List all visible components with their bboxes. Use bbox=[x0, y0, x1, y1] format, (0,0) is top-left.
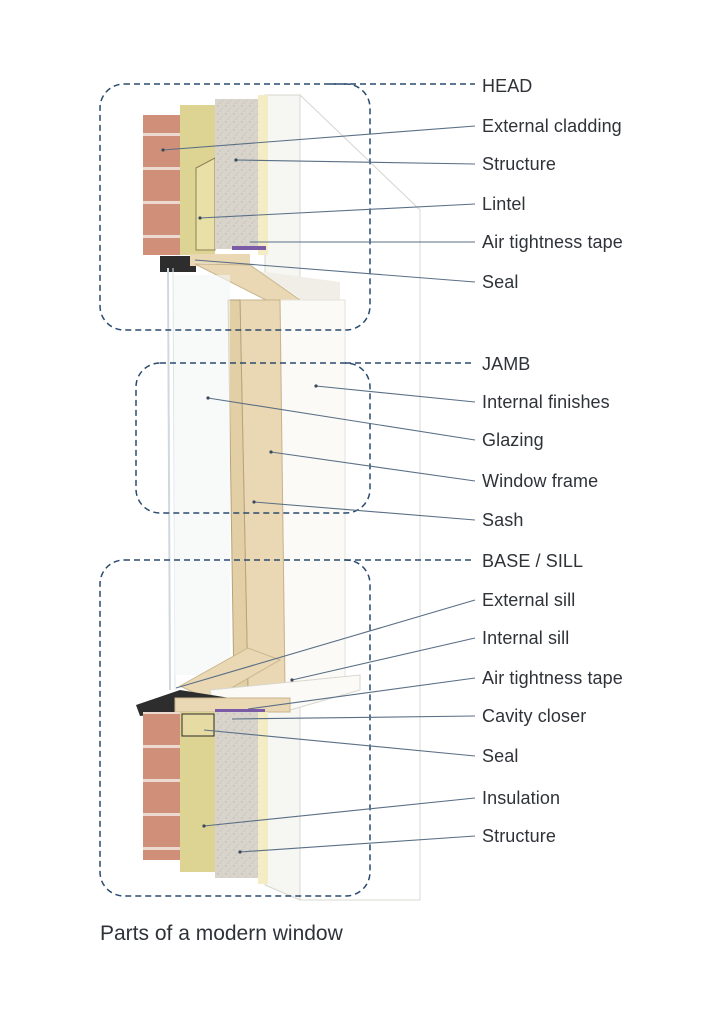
base-block bbox=[136, 690, 291, 884]
leader-window-frame bbox=[270, 451, 476, 482]
leader-seal-head bbox=[194, 259, 476, 283]
label-internal-finishes: Internal finishes bbox=[482, 392, 610, 412]
section-label-head: HEAD bbox=[482, 76, 533, 96]
base-brick bbox=[143, 712, 183, 860]
leader-structure-base bbox=[239, 835, 476, 853]
head-brick bbox=[143, 115, 183, 255]
leader-air-tape-base bbox=[247, 677, 476, 710]
leader-lines bbox=[162, 125, 476, 853]
leader-lintel bbox=[199, 203, 476, 219]
label-air-tightness-head: Air tightness tape bbox=[482, 232, 623, 252]
window-opening bbox=[167, 262, 361, 711]
head-tape bbox=[232, 246, 266, 250]
lintel bbox=[195, 157, 216, 251]
reveal-jamb bbox=[279, 299, 346, 691]
base-block-structure bbox=[215, 712, 258, 878]
head-block-structure bbox=[215, 99, 258, 249]
base-tape bbox=[215, 709, 265, 713]
label-air-tightness-base: Air tightness tape bbox=[482, 668, 623, 688]
label-structure-head: Structure bbox=[482, 154, 556, 174]
label-lintel: Lintel bbox=[482, 194, 526, 214]
leader-sash bbox=[253, 501, 476, 521]
leader-external-sill bbox=[175, 599, 476, 689]
label-structure-base: Structure bbox=[482, 826, 556, 846]
leader-internal-finishes bbox=[315, 385, 476, 403]
leader-cavity-closer bbox=[231, 715, 476, 720]
section-label-jamb: JAMB bbox=[482, 354, 531, 374]
leader-dots bbox=[161, 148, 318, 854]
label-insulation: Insulation bbox=[482, 788, 561, 808]
label-cavity-closer: Cavity closer bbox=[482, 706, 587, 726]
base-insulation bbox=[180, 712, 215, 872]
glazing-pane bbox=[167, 267, 171, 691]
head-plaster bbox=[258, 95, 268, 255]
label-internal-sill: Internal sill bbox=[482, 628, 570, 648]
cavity-closer bbox=[181, 713, 215, 737]
label-seal-head: Seal bbox=[482, 272, 519, 292]
label-window-frame: Window frame bbox=[482, 471, 599, 491]
leader-insulation bbox=[203, 797, 476, 827]
label-external-cladding: External cladding bbox=[482, 116, 622, 136]
head-block bbox=[143, 95, 268, 272]
diagram-caption: Parts of a modern window bbox=[100, 922, 343, 945]
reveal-top bbox=[190, 262, 340, 325]
label-external-sill: External sill bbox=[482, 590, 576, 610]
label-glazing: Glazing bbox=[482, 430, 544, 450]
leader-glazing bbox=[207, 397, 476, 441]
base-plaster bbox=[258, 712, 268, 884]
label-seal-base: Seal bbox=[482, 746, 519, 766]
glazing-area bbox=[174, 275, 230, 675]
label-sash: Sash bbox=[482, 510, 524, 530]
leader-structure-head bbox=[235, 159, 476, 165]
leader-seal-base bbox=[203, 729, 476, 757]
base-dashed-box bbox=[99, 559, 371, 897]
section-label-base: BASE / SILL bbox=[482, 551, 584, 571]
jamb-dashed-box bbox=[135, 362, 371, 514]
section-guides bbox=[99, 83, 475, 897]
head-dashed-box bbox=[99, 83, 371, 331]
leader-internal-sill bbox=[291, 637, 476, 681]
leader-external-cladding bbox=[162, 125, 476, 151]
